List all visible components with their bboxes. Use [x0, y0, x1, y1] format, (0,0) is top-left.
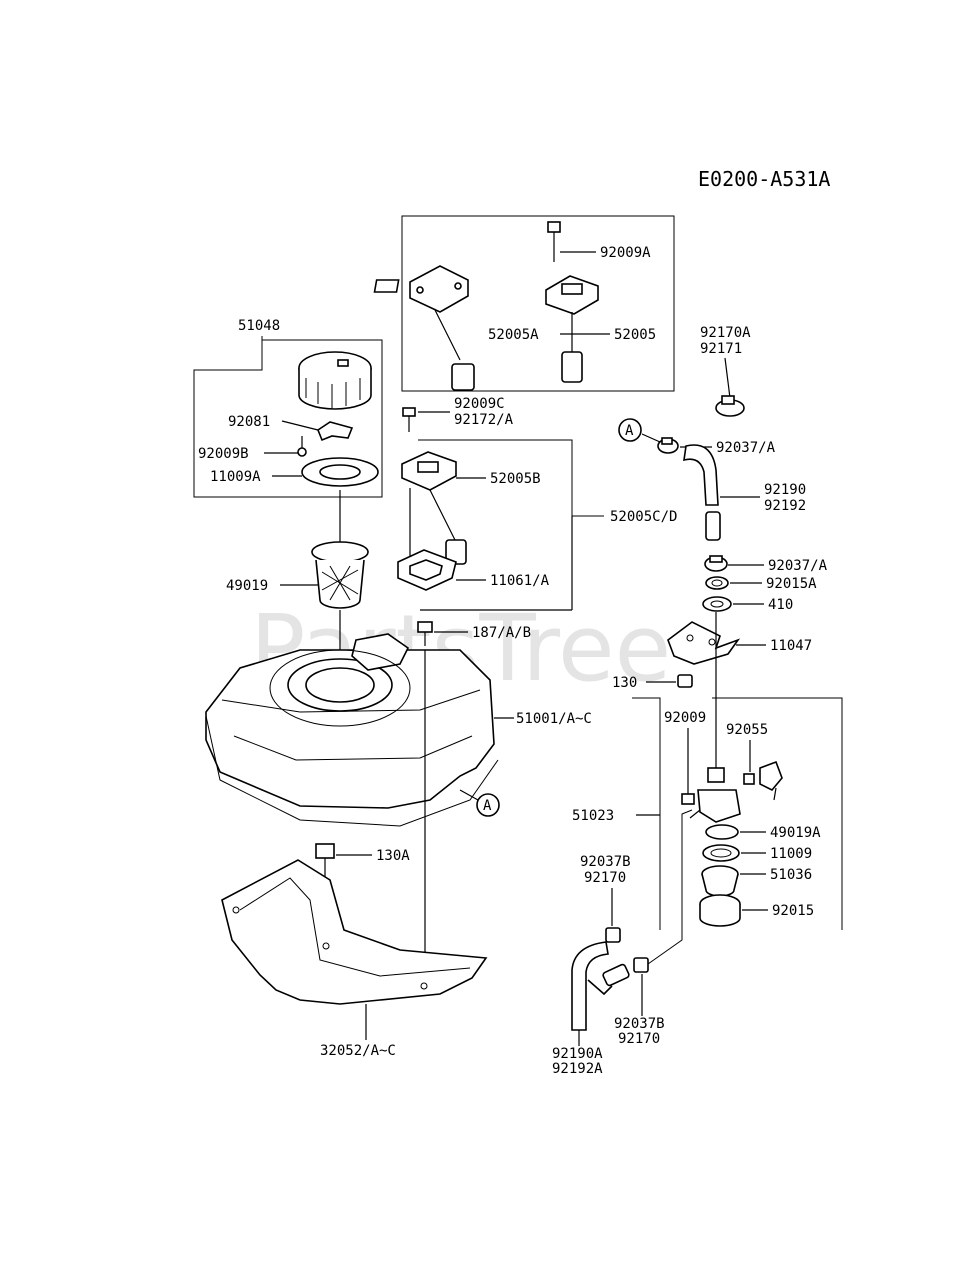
label-11047: 11047 [770, 638, 812, 654]
tank-base-plate [221, 859, 488, 1005]
cap-plate [317, 421, 354, 442]
fuel-sender-unit-right [545, 221, 599, 383]
callout-a-tank-letter: A [483, 798, 492, 814]
label-51023: 51023 [572, 808, 614, 824]
label-130: 130 [612, 675, 637, 691]
fuel-hose-92190A [571, 941, 630, 1031]
label-92037B-bot: 92037B [614, 1016, 665, 1032]
sender-unit-box [401, 215, 675, 392]
packing-92055 [743, 773, 755, 785]
callout-a-tank [476, 793, 500, 817]
clamp-92037A-mid [704, 555, 728, 572]
label-187AB: 187/A/B [472, 625, 531, 641]
label-11009A: 11009A [210, 469, 261, 485]
label-92015A: 92015A [766, 576, 817, 592]
fuel-sender-52005B [401, 451, 467, 565]
label-92055: 92055 [726, 722, 768, 738]
label-92171: 92171 [700, 341, 742, 357]
label-92170-top: 92170 [584, 870, 626, 886]
oring-49019A [705, 824, 739, 840]
bracket-11047 [667, 621, 741, 665]
nut-92015A [705, 576, 729, 590]
label-92172A: 92172/A [454, 412, 514, 428]
label-52005CD: 52005C/D [610, 509, 677, 525]
label-11009: 11009 [770, 846, 812, 862]
label-49019A: 49019A [770, 825, 821, 841]
screw-92009C [402, 407, 416, 432]
label-92190A: 92190A [552, 1046, 603, 1062]
fuel-cock-valve [689, 760, 783, 823]
fuel-filter-49019 [311, 541, 369, 609]
label-52005A: 52005A [488, 327, 539, 343]
clamp-92037B-top [605, 927, 621, 943]
fuel-tank [205, 633, 499, 827]
washer-410 [702, 596, 732, 612]
gasket-11061A [397, 549, 457, 591]
label-92037A-mid: 92037/A [768, 558, 828, 574]
cup-51036 [701, 865, 739, 897]
nut-92015 [699, 894, 741, 927]
bolt-130A [315, 843, 335, 878]
label-410: 410 [768, 597, 793, 613]
clamp-92170A [715, 395, 745, 417]
callout-a-right-letter: A [625, 423, 634, 439]
label-92192: 92192 [764, 498, 806, 514]
label-49019: 49019 [226, 578, 268, 594]
label-52005B: 52005B [490, 471, 541, 487]
label-51001: 51001/A~C [516, 711, 592, 727]
gasket-11009 [702, 844, 740, 862]
label-92170A: 92170A [700, 325, 751, 341]
label-51048: 51048 [238, 318, 280, 334]
label-92190: 92190 [764, 482, 806, 498]
fuel-cap [298, 351, 372, 410]
label-32052: 32052/A~C [320, 1043, 396, 1059]
label-92009A: 92009A [600, 245, 651, 261]
label-130A: 130A [376, 848, 410, 864]
label-92009C: 92009C [454, 396, 505, 412]
label-92037A-top: 92037/A [716, 440, 776, 456]
label-92192A: 92192A [552, 1061, 603, 1077]
clamp-92037A-top [657, 437, 679, 454]
label-92009: 92009 [664, 710, 706, 726]
label-11061A: 11061/A [490, 573, 550, 589]
fuel-hose-92190 [683, 444, 721, 541]
label-92170-bot: 92170 [618, 1031, 660, 1047]
screw-92009 [681, 793, 695, 805]
clamp-92037B-bot [633, 957, 649, 973]
callout-a-right [618, 418, 642, 442]
screw-92009B [297, 447, 307, 457]
screw-187 [417, 621, 433, 646]
label-51036: 51036 [770, 867, 812, 883]
label-92037B-top: 92037B [580, 854, 631, 870]
diagram-code: E0200-A531A [698, 167, 830, 191]
label-92081: 92081 [228, 414, 270, 430]
label-92009B: 92009B [198, 446, 249, 462]
bolt-130 [677, 674, 693, 688]
fuel-sender-unit-left [373, 265, 475, 391]
label-52005: 52005 [614, 327, 656, 343]
label-92015: 92015 [772, 903, 814, 919]
